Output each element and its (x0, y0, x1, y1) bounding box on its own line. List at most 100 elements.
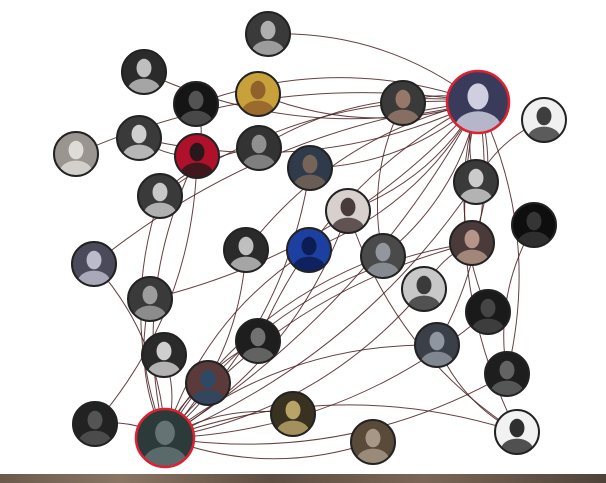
node-ring (173, 81, 219, 127)
node-n14[interactable] (360, 233, 406, 287)
node-n03[interactable] (173, 81, 219, 135)
avatar (122, 124, 156, 160)
edge-n35-n11 (245, 101, 479, 251)
node-ring (401, 266, 447, 312)
edge-n30-n22 (164, 344, 438, 439)
node-n12[interactable] (286, 227, 332, 281)
node-ring (235, 318, 281, 364)
avatar (251, 20, 285, 56)
node-ring (465, 289, 511, 335)
edge-n18-n26 (207, 242, 473, 384)
node-n35[interactable] (445, 69, 511, 145)
bottom-photo-strip (0, 474, 606, 483)
avatar (490, 360, 524, 396)
avatar (420, 331, 454, 367)
node-n21[interactable] (465, 289, 511, 343)
node-n29[interactable] (350, 419, 396, 473)
node-n15[interactable] (71, 241, 117, 295)
edge-n30-n12 (164, 249, 310, 439)
edge-n30-n29 (164, 437, 374, 460)
node-ring (521, 97, 567, 143)
avatar (143, 182, 177, 218)
node-n01[interactable] (245, 11, 291, 65)
node-ring (127, 276, 173, 322)
node-ring (137, 173, 183, 219)
node-n02[interactable] (121, 49, 167, 103)
node-n20[interactable] (453, 159, 499, 213)
node-ring (350, 419, 396, 465)
avatar (407, 275, 441, 311)
node-ring (236, 125, 282, 171)
node-ring (245, 11, 291, 57)
node-ring (449, 220, 495, 266)
node-n23[interactable] (484, 351, 530, 405)
edge-n35-n16 (149, 101, 479, 300)
node-n07[interactable] (174, 133, 220, 187)
node-n27[interactable] (72, 401, 118, 455)
avatar (454, 83, 502, 133)
avatar (147, 341, 181, 377)
edge-n30-n23 (164, 373, 508, 445)
node-ring (121, 49, 167, 95)
edge-n30-n17 (164, 288, 425, 439)
avatar (276, 400, 310, 436)
avatar (78, 410, 112, 446)
avatar (386, 89, 420, 125)
node-n26[interactable] (185, 360, 231, 414)
node-ring (453, 159, 499, 205)
node-n06[interactable] (116, 115, 162, 169)
node-n08[interactable] (236, 125, 282, 179)
avatar (292, 236, 326, 272)
nodes-layer (53, 11, 567, 479)
avatar (127, 58, 161, 94)
avatar (241, 80, 275, 116)
edge-n13-n31 (347, 210, 518, 433)
focus-ring (134, 407, 196, 469)
avatar (455, 229, 489, 265)
node-n09[interactable] (287, 145, 333, 199)
avatar (366, 242, 400, 278)
node-n22[interactable] (414, 322, 460, 376)
avatar (331, 197, 365, 233)
edge-n30-n20 (164, 181, 477, 439)
node-n18[interactable] (449, 220, 495, 274)
node-n11[interactable] (223, 227, 269, 281)
node-n25[interactable] (141, 332, 187, 386)
node-n30[interactable] (134, 407, 196, 479)
node-ring (325, 188, 371, 234)
edge-n14-n32 (376, 102, 404, 257)
avatar (229, 236, 263, 272)
node-n32[interactable] (380, 80, 426, 134)
node-ring (287, 145, 333, 191)
avatar (180, 142, 214, 178)
edge-n30-n09 (164, 167, 311, 439)
node-n31[interactable] (494, 409, 540, 463)
avatar (242, 134, 276, 170)
node-n17[interactable] (401, 266, 447, 320)
node-ring (72, 401, 118, 447)
node-ring (223, 227, 269, 273)
node-ring (141, 332, 187, 378)
node-ring (116, 115, 162, 161)
node-ring (380, 80, 426, 126)
avatar (179, 90, 213, 126)
avatar (459, 168, 493, 204)
node-n28[interactable] (270, 391, 316, 445)
focus-ring (445, 69, 511, 135)
node-n16[interactable] (127, 276, 173, 330)
node-n19[interactable] (511, 202, 557, 256)
node-ring (286, 227, 332, 273)
node-ring (235, 71, 281, 117)
node-n33[interactable] (521, 97, 567, 151)
node-n04[interactable] (235, 71, 281, 125)
node-n05[interactable] (53, 131, 99, 185)
node-ring (414, 322, 460, 368)
node-n24[interactable] (235, 318, 281, 372)
avatar (241, 327, 275, 363)
avatar (59, 140, 93, 176)
edge-n35-n03 (195, 77, 479, 105)
node-n10[interactable] (137, 173, 183, 227)
avatar (471, 298, 505, 334)
node-n13[interactable] (325, 188, 371, 242)
